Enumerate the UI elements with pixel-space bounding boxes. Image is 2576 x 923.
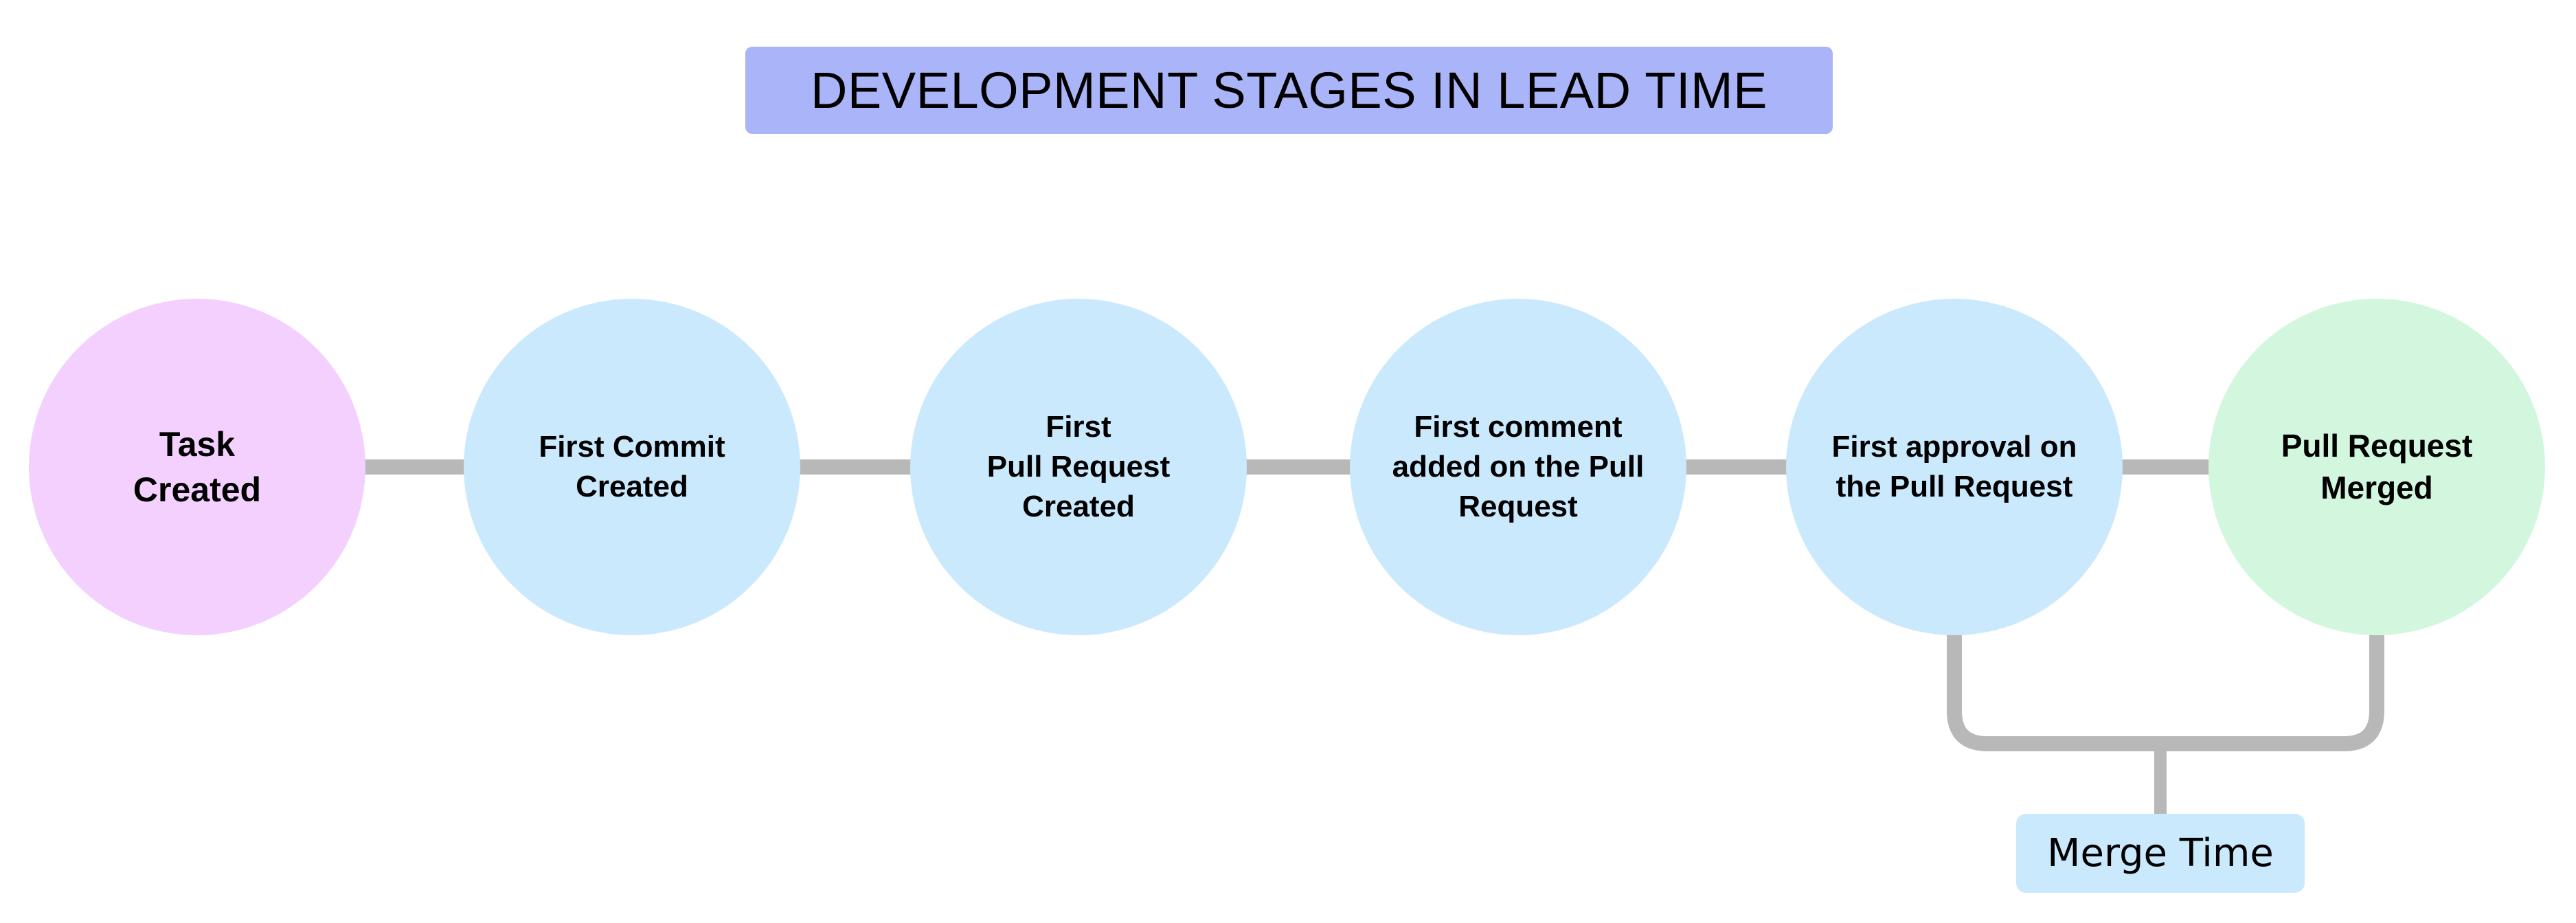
- stage-label: First approval on the Pull Request: [1831, 429, 2077, 503]
- stage-node-pull-request-merged[interactable]: Pull Request Merged: [2208, 299, 2545, 635]
- stage-label: First comment added on the Pull Request: [1392, 409, 1645, 524]
- diagram-title-banner: DEVELOPMENT STAGES IN LEAD TIME: [745, 47, 1833, 134]
- stage-node-first-comment-added[interactable]: First comment added on the Pull Request: [1350, 299, 1686, 635]
- stage-label: First Commit Created: [539, 429, 725, 503]
- merge-time-badge[interactable]: Merge Time: [2016, 814, 2305, 893]
- stage-label: Pull Request Merged: [2281, 428, 2473, 505]
- merge-time-label: Merge Time: [2047, 830, 2274, 876]
- page-title: DEVELOPMENT STAGES IN LEAD TIME: [810, 61, 1768, 119]
- stage-label: First Pull Request Created: [986, 409, 1171, 524]
- stage-node-first-commit-created[interactable]: First Commit Created: [464, 299, 800, 635]
- stage-label: Task Created: [133, 425, 262, 509]
- stage-node-first-pull-request-created[interactable]: First Pull Request Created: [910, 299, 1247, 635]
- merge-time-bracket: [1947, 622, 2384, 751]
- stage-node-task-created[interactable]: Task Created: [29, 299, 365, 635]
- stage-node-first-approval[interactable]: First approval on the Pull Request: [1786, 299, 2123, 635]
